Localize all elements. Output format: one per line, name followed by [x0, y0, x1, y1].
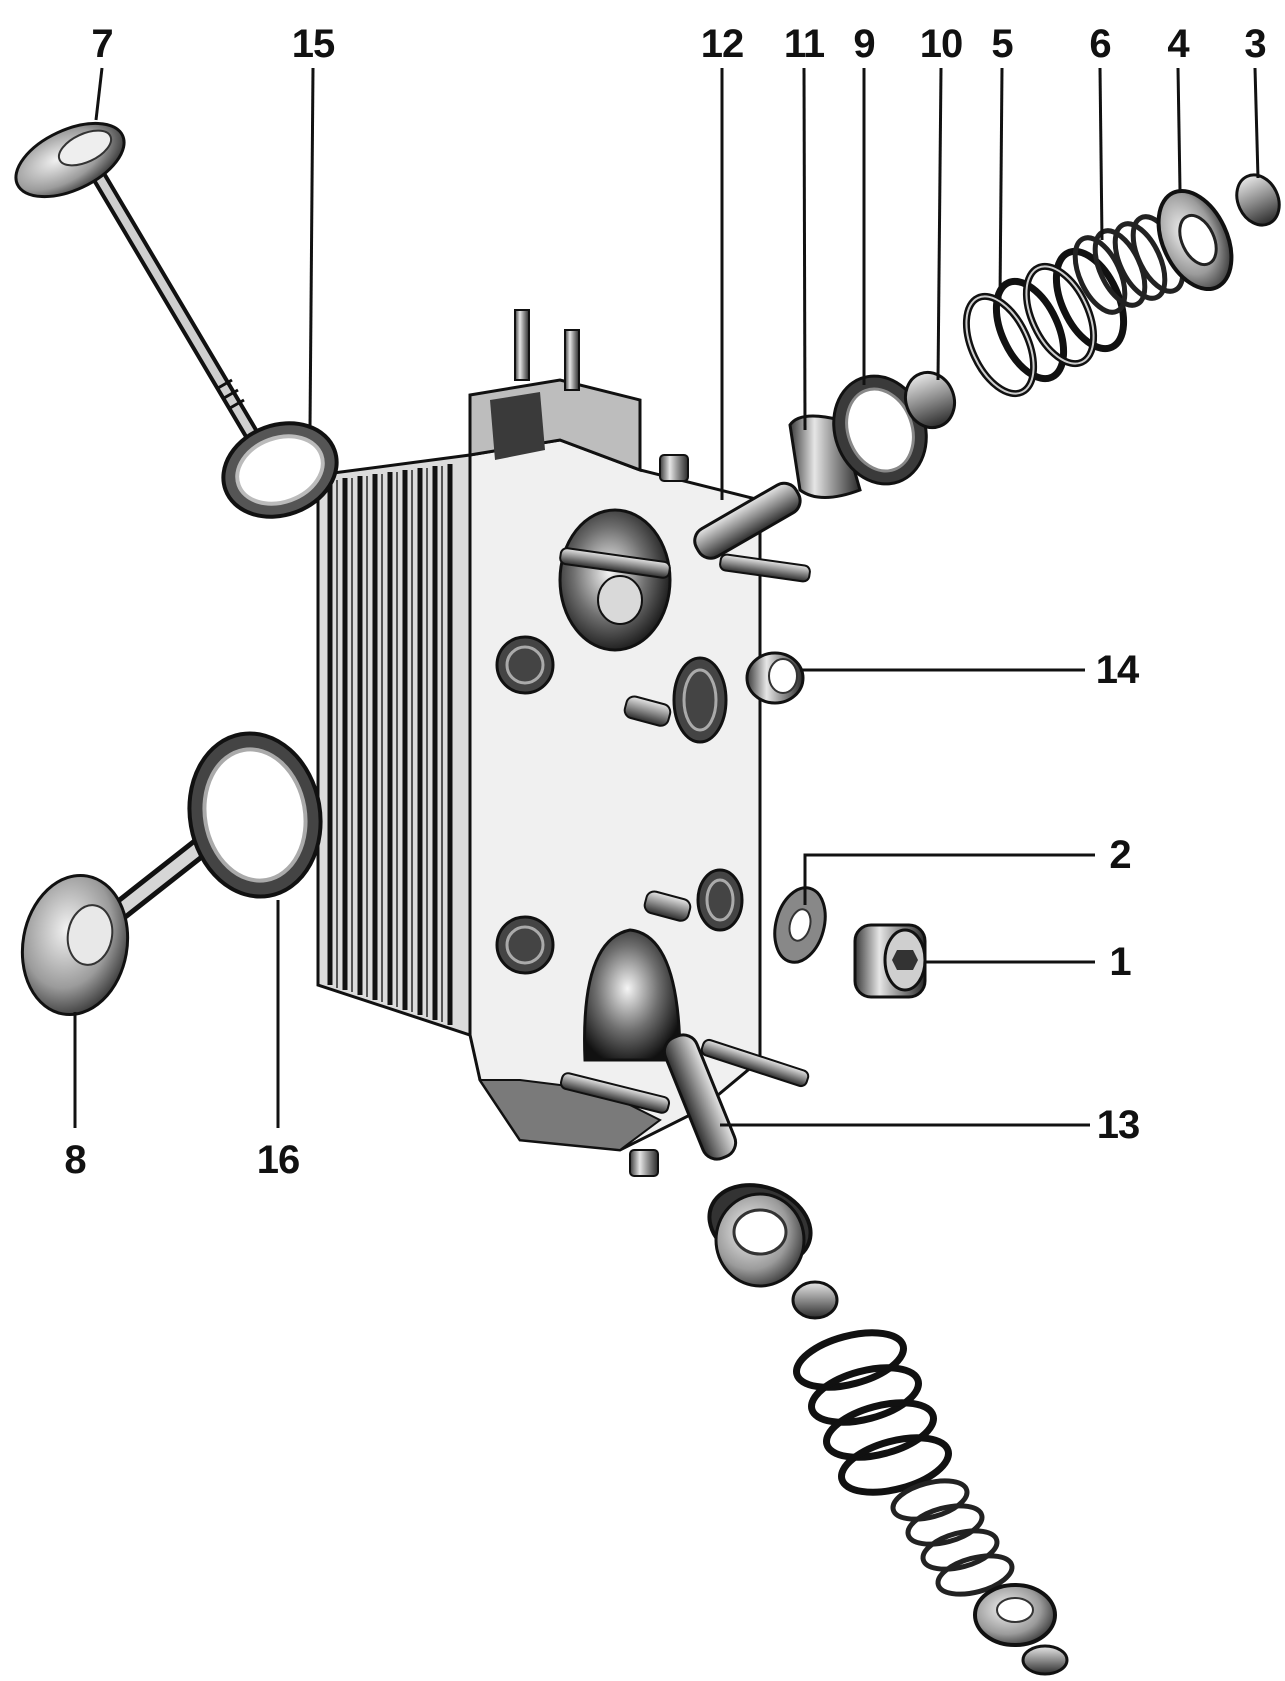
intake-valve	[14, 121, 263, 448]
screw-plug	[853, 923, 927, 999]
callout-11: 11	[783, 22, 825, 66]
callout-14: 14	[1095, 648, 1139, 692]
bushing	[745, 651, 805, 705]
callout-9: 9	[853, 22, 875, 66]
callout-13: 13	[1096, 1103, 1140, 1147]
callout-6: 6	[1089, 22, 1111, 66]
valve-seat-ring-lower	[187, 731, 323, 899]
lower-valve-train	[707, 1183, 1069, 1676]
callout-16: 16	[256, 1138, 300, 1182]
upper-valve-train	[788, 173, 1281, 499]
callout-1: 1	[1109, 940, 1131, 984]
callout-4: 4	[1167, 22, 1189, 66]
callout-15: 15	[291, 22, 335, 66]
callout-10: 10	[919, 22, 963, 66]
valve-guide-lower	[662, 1033, 738, 1161]
cooling-fins	[327, 464, 453, 1025]
callout-3: 3	[1244, 22, 1266, 66]
callout-5: 5	[991, 22, 1013, 66]
callout-8: 8	[64, 1138, 86, 1182]
valve-seat-ring-upper	[221, 421, 339, 519]
valve-guide-upper	[693, 481, 802, 560]
callout-2: 2	[1109, 833, 1131, 877]
callout-7: 7	[91, 22, 113, 66]
sealing-washer	[773, 886, 827, 964]
callout-12: 12	[700, 22, 744, 66]
cylinder-head-body	[316, 309, 811, 1177]
leader-lines	[73, 67, 1260, 1128]
